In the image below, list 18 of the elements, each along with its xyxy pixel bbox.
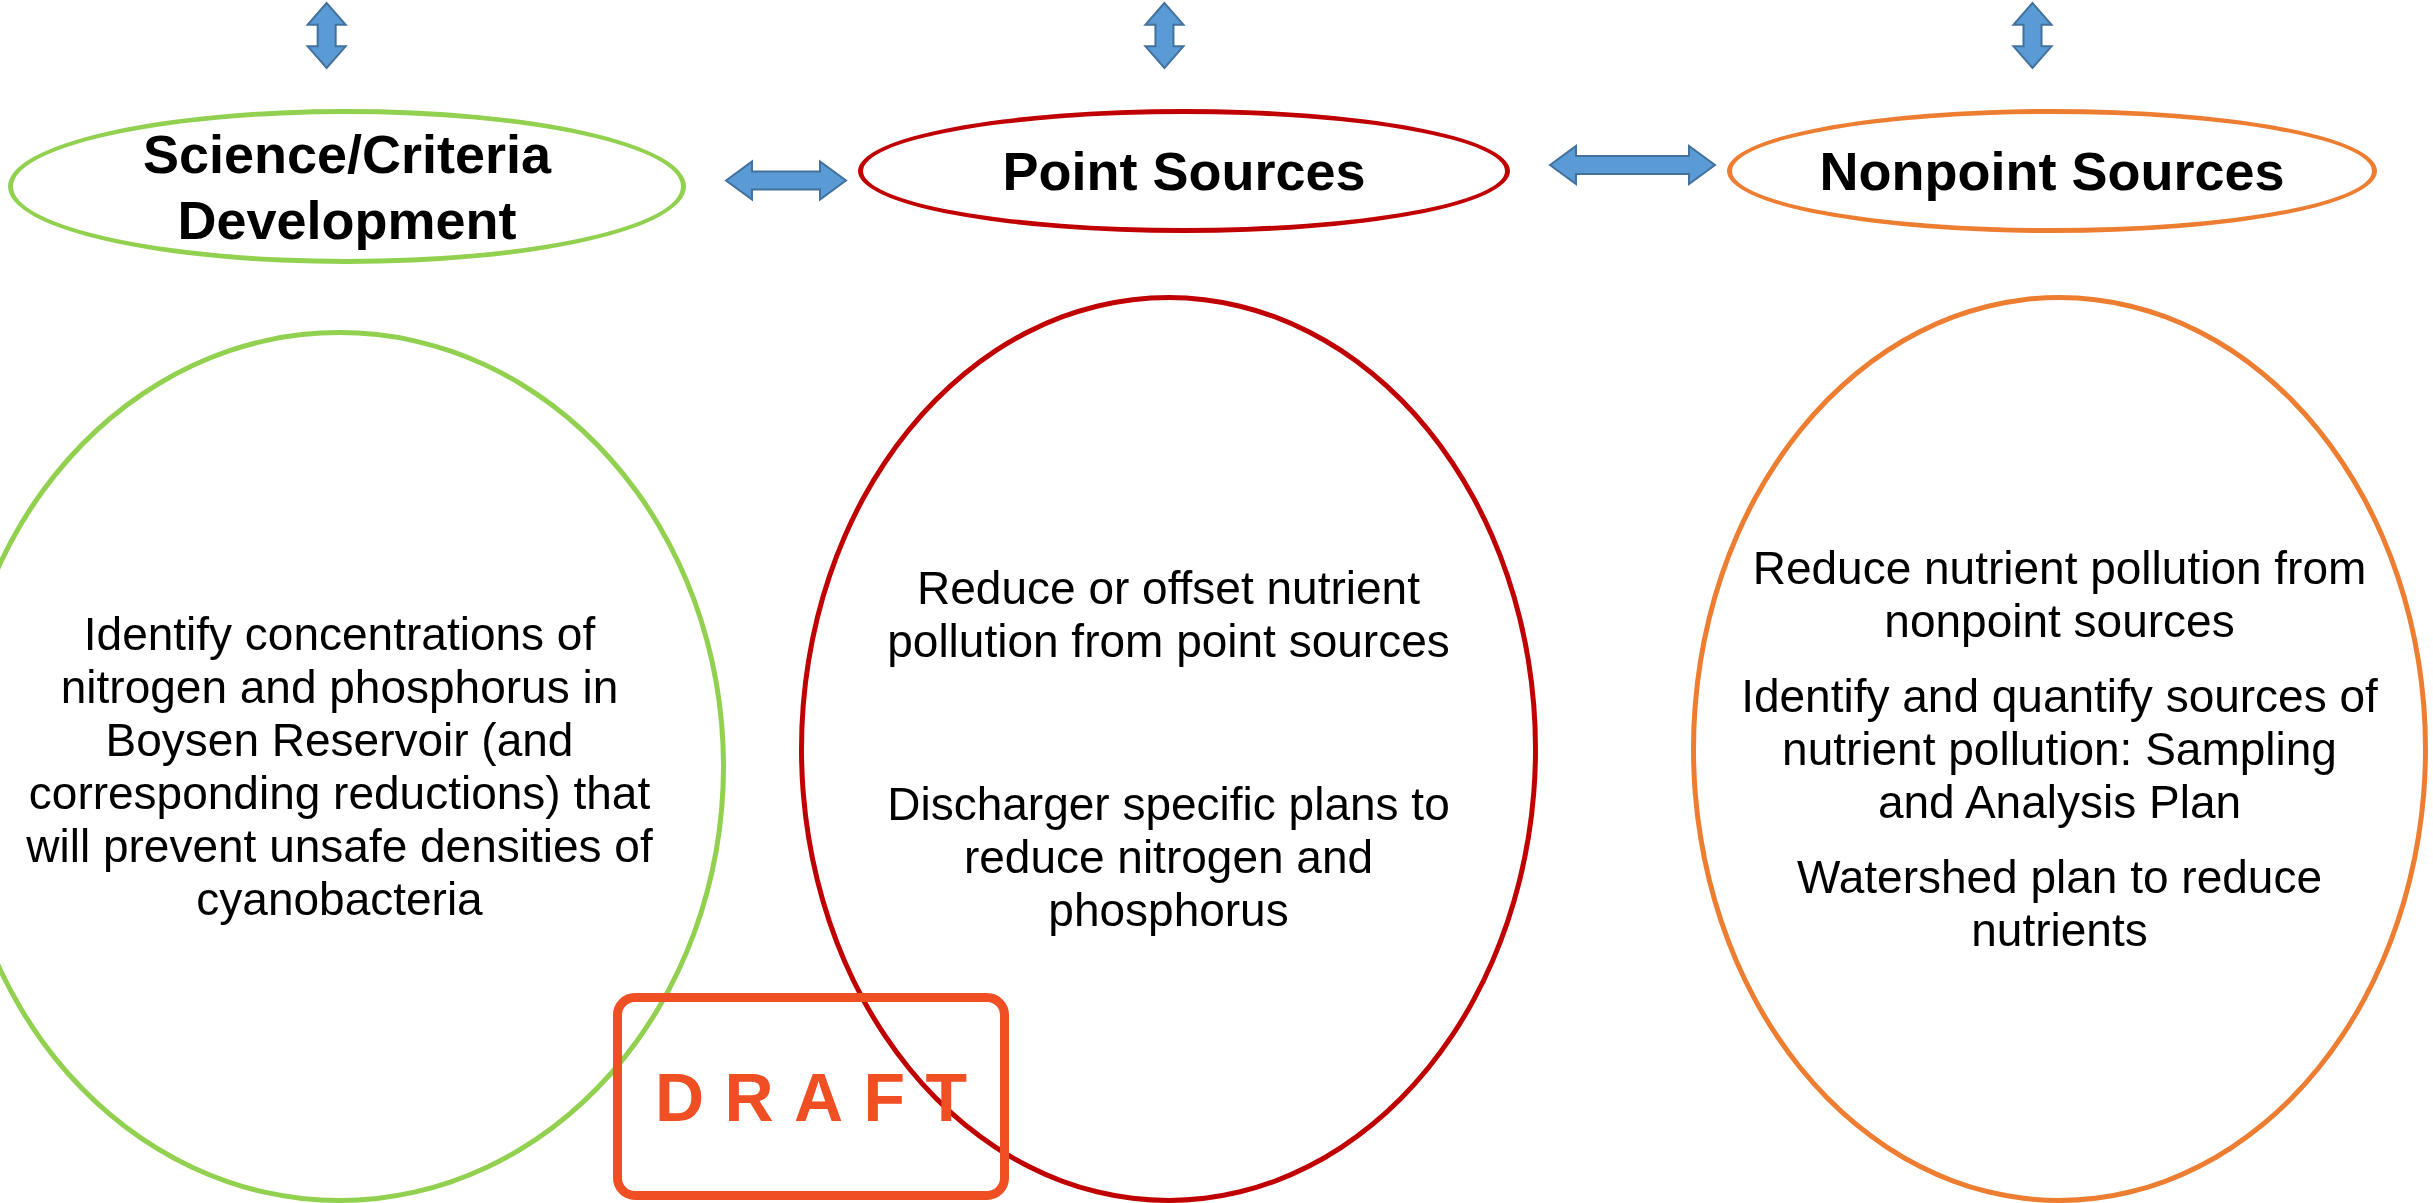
double-arrow <box>1143 1 1186 70</box>
category-title: Science/Criteria Development <box>141 122 553 252</box>
category-ellipse <box>8 109 686 264</box>
goal-text: Identify and quantify sources of nutrient pollution: Sampling and Analysis Plan <box>1740 669 2379 829</box>
double-arrow <box>724 159 848 202</box>
category-title: Nonpoint Sources <box>1819 140 2285 203</box>
goal-ellipse <box>1691 295 2428 1203</box>
goal-text: Identify concentrations of nitrogen and phosphorus in Boysen Reservoir (and corresponding reductions) that will prevent unsafe densities of cyanobacteria <box>25 607 654 926</box>
double-arrow <box>305 1 348 70</box>
goal-text: Reduce or offset nutrient pollution from point sources <box>886 561 1451 668</box>
double-arrow <box>1548 144 1717 186</box>
double-arrow <box>2011 1 2054 70</box>
goal-text: Watershed plan to reduce nutrients <box>1795 850 2323 957</box>
category-title: Point Sources <box>1002 140 1366 203</box>
category-ellipse <box>858 109 1510 233</box>
category-ellipse <box>1727 109 2377 233</box>
goal-text: Reduce nutrient pollution from nonpoint sources <box>1751 541 2368 648</box>
goal-text: Discharger specific plans to reduce nitrogen and phosphorus <box>886 777 1451 937</box>
